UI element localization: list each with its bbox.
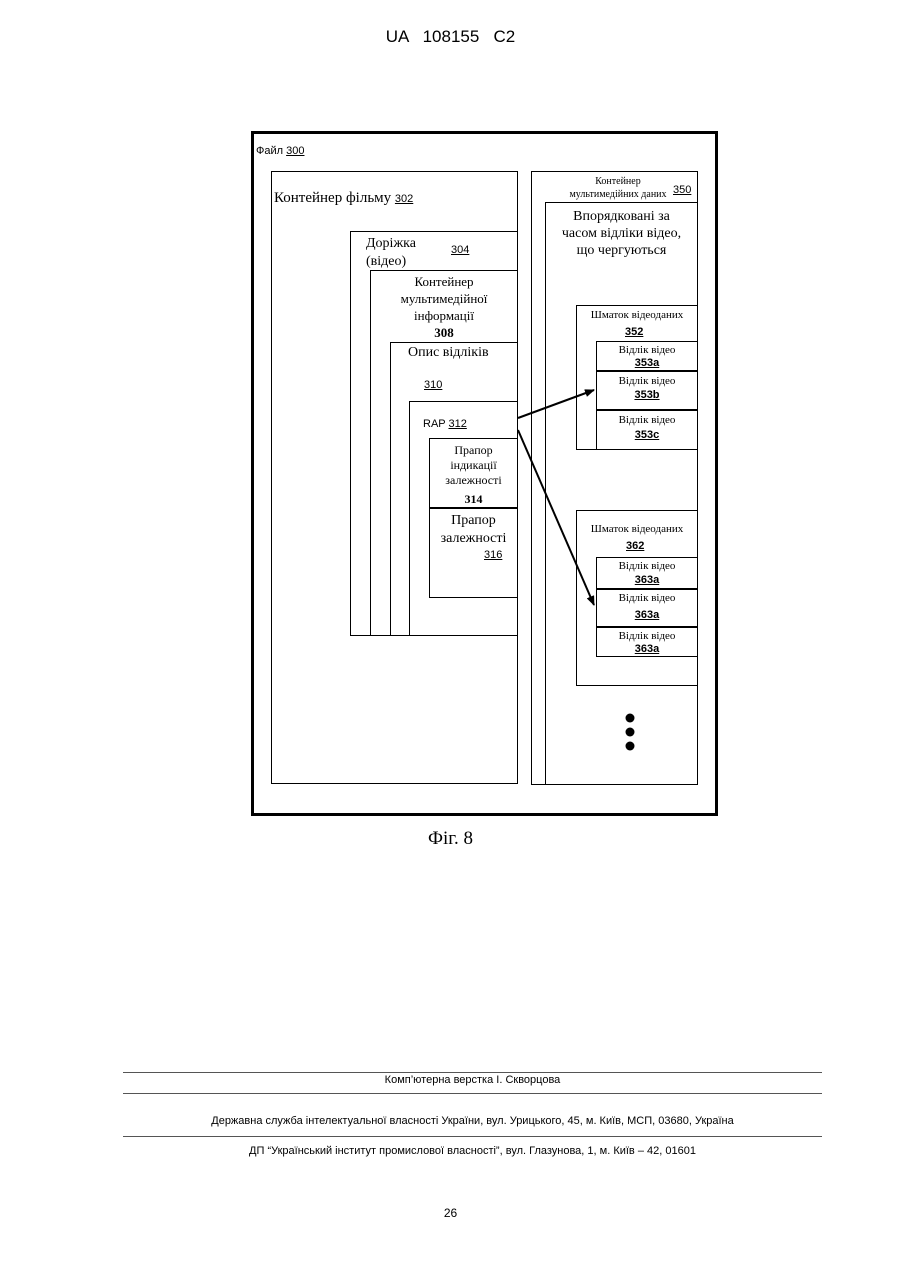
file-label: Файл 300	[256, 145, 304, 157]
video-sample-353c-number: 353c	[596, 429, 698, 441]
video-sample-353a-label: Відлік відео	[596, 344, 698, 356]
video-sample-363a-2-label: Відлік відео	[596, 592, 698, 604]
rap-text: RAP	[423, 418, 445, 430]
video-chunk-352-label: Шматок відеоданих	[576, 309, 698, 321]
footer-institute: ДП “Український інститут промислової вла…	[123, 1145, 822, 1157]
rap-number: 312	[448, 418, 466, 430]
media-info-label: Контейнер мультимедійної інформації	[372, 273, 516, 324]
footer-agency: Державна служба інтелектуальної власност…	[123, 1115, 822, 1127]
file-label-text: Файл	[256, 145, 283, 157]
video-sample-363a-3-label: Відлік відео	[596, 630, 698, 642]
footer-divider-2	[123, 1093, 822, 1094]
page-number: 26	[0, 1206, 901, 1220]
track-label: Доріжка (відео)	[366, 235, 416, 271]
dep-ind-flag-label: Прапор індикації залежності	[429, 443, 518, 488]
ellipsis-dot-3	[626, 742, 635, 751]
movie-container-number: 302	[395, 193, 413, 205]
video-sample-363a-1-label: Відлік відео	[596, 560, 698, 572]
footer-typesetting: Комп’ютерна верстка І. Скворцова	[123, 1074, 822, 1086]
media-data-label: Контейнер мультимедійних даних	[562, 175, 674, 201]
rap-label: RAP 312	[423, 418, 467, 430]
video-sample-353c-label: Відлік відео	[596, 414, 698, 426]
ellipsis-dots-icon	[620, 710, 640, 756]
video-sample-363a-1-number: 363a	[596, 574, 698, 586]
ellipsis-dot-1	[626, 714, 635, 723]
sample-desc-number: 310	[424, 379, 442, 391]
dep-flag-label: Прапор залежності	[429, 512, 518, 548]
movie-container-text: Контейнер фільму	[274, 190, 391, 206]
movie-container-label: Контейнер фільму 302	[274, 190, 413, 207]
dep-ind-flag-number: 314	[429, 492, 518, 507]
dep-flag-number: 316	[484, 549, 502, 561]
video-chunk-362-number: 362	[626, 540, 644, 552]
video-sample-353b-number: 353b	[596, 389, 698, 401]
media-data-inner-box	[545, 202, 698, 785]
interleaved-samples-label: Впорядковані за часом відліки відео, що …	[545, 208, 698, 259]
video-sample-363a-3-number: 363a	[596, 643, 698, 655]
video-sample-363a-2-number: 363a	[596, 609, 698, 621]
footer-divider-3	[123, 1136, 822, 1137]
footer-divider-1	[123, 1072, 822, 1073]
patent-id: UA 108155 C2	[0, 27, 901, 47]
ellipsis-dot-2	[626, 728, 635, 737]
figure-caption: Фіг. 8	[0, 828, 901, 850]
track-number: 304	[451, 244, 469, 256]
sample-desc-label: Опис відліків	[408, 345, 489, 361]
video-chunk-362-label: Шматок відеоданих	[576, 523, 698, 535]
video-chunk-352-number: 352	[625, 326, 643, 338]
media-info-number: 308	[372, 325, 516, 341]
media-data-number: 350	[673, 184, 691, 196]
video-sample-353a-number: 353a	[596, 357, 698, 369]
video-sample-353b-label: Відлік відео	[596, 375, 698, 387]
file-number: 300	[286, 145, 304, 157]
